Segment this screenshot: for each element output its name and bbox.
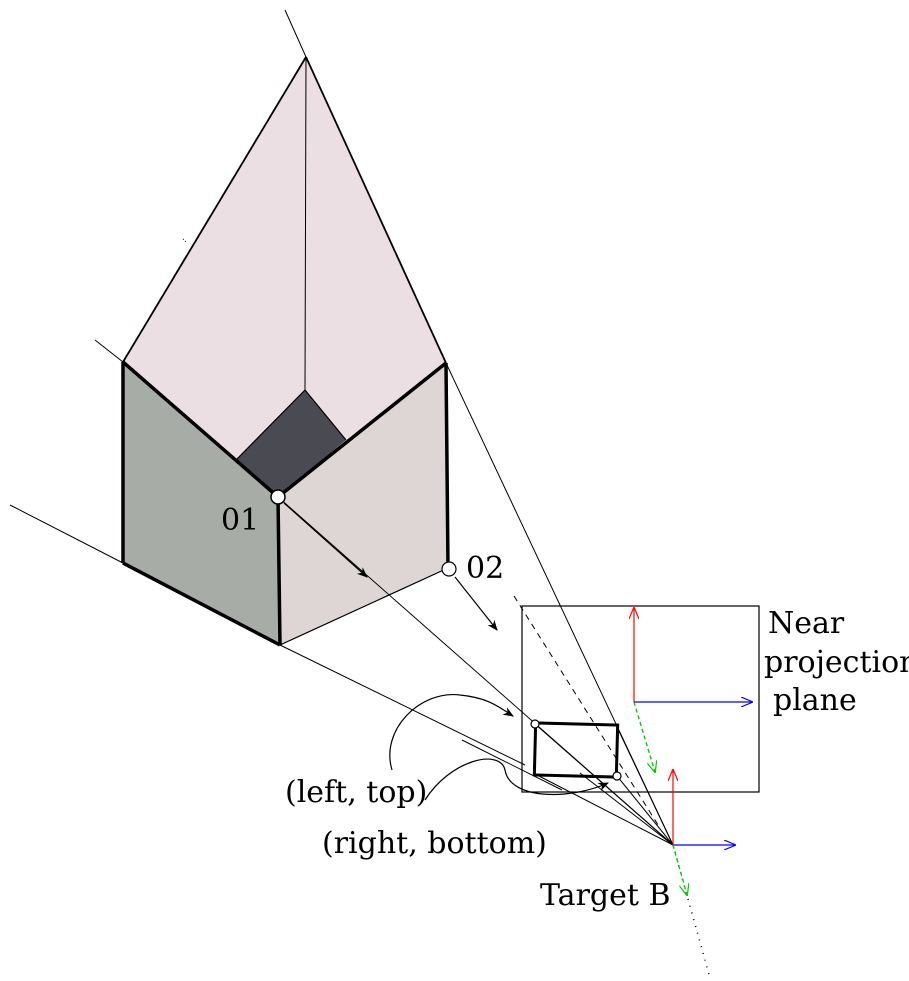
right-wall-face xyxy=(278,363,448,645)
label-projection: projection xyxy=(764,645,909,680)
arrow-02 xyxy=(454,576,498,631)
left-wall-top-edge xyxy=(121,360,280,499)
dark-opening-face xyxy=(236,390,346,497)
plane-forward-axis-arrow xyxy=(633,701,655,772)
small-tick-mark xyxy=(182,238,188,244)
left-wall-face xyxy=(123,362,280,645)
hole-upper-left-edge xyxy=(235,389,306,461)
roof-left-edge xyxy=(122,56,307,363)
label-01: 01 xyxy=(221,503,259,538)
left-top-pointer-arrow xyxy=(389,694,514,771)
label-target-b: Target B xyxy=(540,878,671,913)
left-top-corner-marker xyxy=(530,719,540,729)
target-forward-axis-arrow xyxy=(672,844,687,895)
right-bottom-corner-marker xyxy=(612,771,622,781)
box-outline xyxy=(121,56,450,647)
label-near: Near xyxy=(768,606,845,641)
ray-to-bottom-mid xyxy=(579,772,674,846)
near-projection-plane xyxy=(521,605,760,793)
right-wall-bottom-edge xyxy=(279,567,449,646)
label-02: 02 xyxy=(466,551,504,586)
dashed-sight-line xyxy=(513,595,661,829)
arrow-01 xyxy=(283,502,368,578)
top-extension-line xyxy=(284,9,307,58)
right-wall-outer-edge xyxy=(444,362,450,569)
left-extension-line xyxy=(9,504,124,564)
hole-upper-right-edge xyxy=(304,389,347,441)
lower-guide-line xyxy=(461,739,563,791)
ray-to-bottom-left xyxy=(536,774,674,846)
point-02-marker xyxy=(441,561,457,577)
label-left-top: (left, top) xyxy=(285,775,427,810)
dotted-continuation-line xyxy=(672,844,711,979)
right-bottom-pointer-arrow xyxy=(424,758,609,801)
right-wall-top-edge xyxy=(276,361,448,499)
point-01-marker xyxy=(270,489,286,505)
ray-to-right-top xyxy=(616,726,674,846)
label-right-bottom: (right, bottom) xyxy=(322,826,547,861)
roof-pyramid-face xyxy=(123,57,446,497)
ridge-line xyxy=(304,56,307,391)
center-vertical-edge xyxy=(276,496,282,646)
upper-left-extension-line xyxy=(94,339,124,363)
ray-to-right-bottom xyxy=(616,775,674,846)
bottom-edge-extension-line xyxy=(279,644,526,766)
left-wall-bottom-edge xyxy=(122,561,281,647)
roof-right-edge xyxy=(305,56,447,364)
label-plane: plane xyxy=(773,683,857,718)
viewport-rectangle xyxy=(532,721,620,779)
